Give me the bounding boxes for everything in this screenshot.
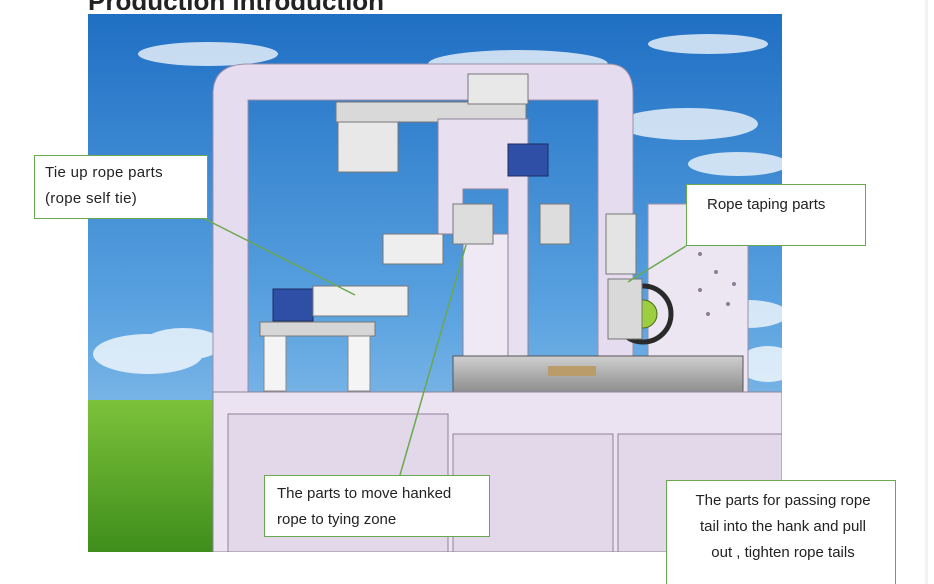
callout-passing-line1: The parts for passing rope <box>695 492 871 509</box>
callout-passing-line2: tail into the hank and pull <box>700 518 866 535</box>
callout-tie-up-line2: (rope self tie) <box>45 190 138 207</box>
callout-tie-up-rope: Tie up rope parts (rope self tie) <box>34 155 208 219</box>
callout-taping-line1: Rope taping parts <box>707 196 826 213</box>
page-heading: Production introduction <box>88 0 508 10</box>
callout-passing-rope-tail: The parts for passing rope tail into the… <box>666 480 896 584</box>
callout-move-line2: rope to tying zone <box>277 511 397 528</box>
callout-passing-line3: out , tighten rope tails <box>711 544 855 561</box>
callout-rope-taping: Rope taping parts <box>686 184 866 246</box>
machine-illustration <box>88 14 782 552</box>
callout-move-hanked-rope: The parts to move hanked rope to tying z… <box>264 475 490 537</box>
callout-move-line1: The parts to move hanked <box>277 485 452 502</box>
page-edge <box>925 0 928 584</box>
callout-tie-up-line1: Tie up rope parts <box>45 164 163 181</box>
